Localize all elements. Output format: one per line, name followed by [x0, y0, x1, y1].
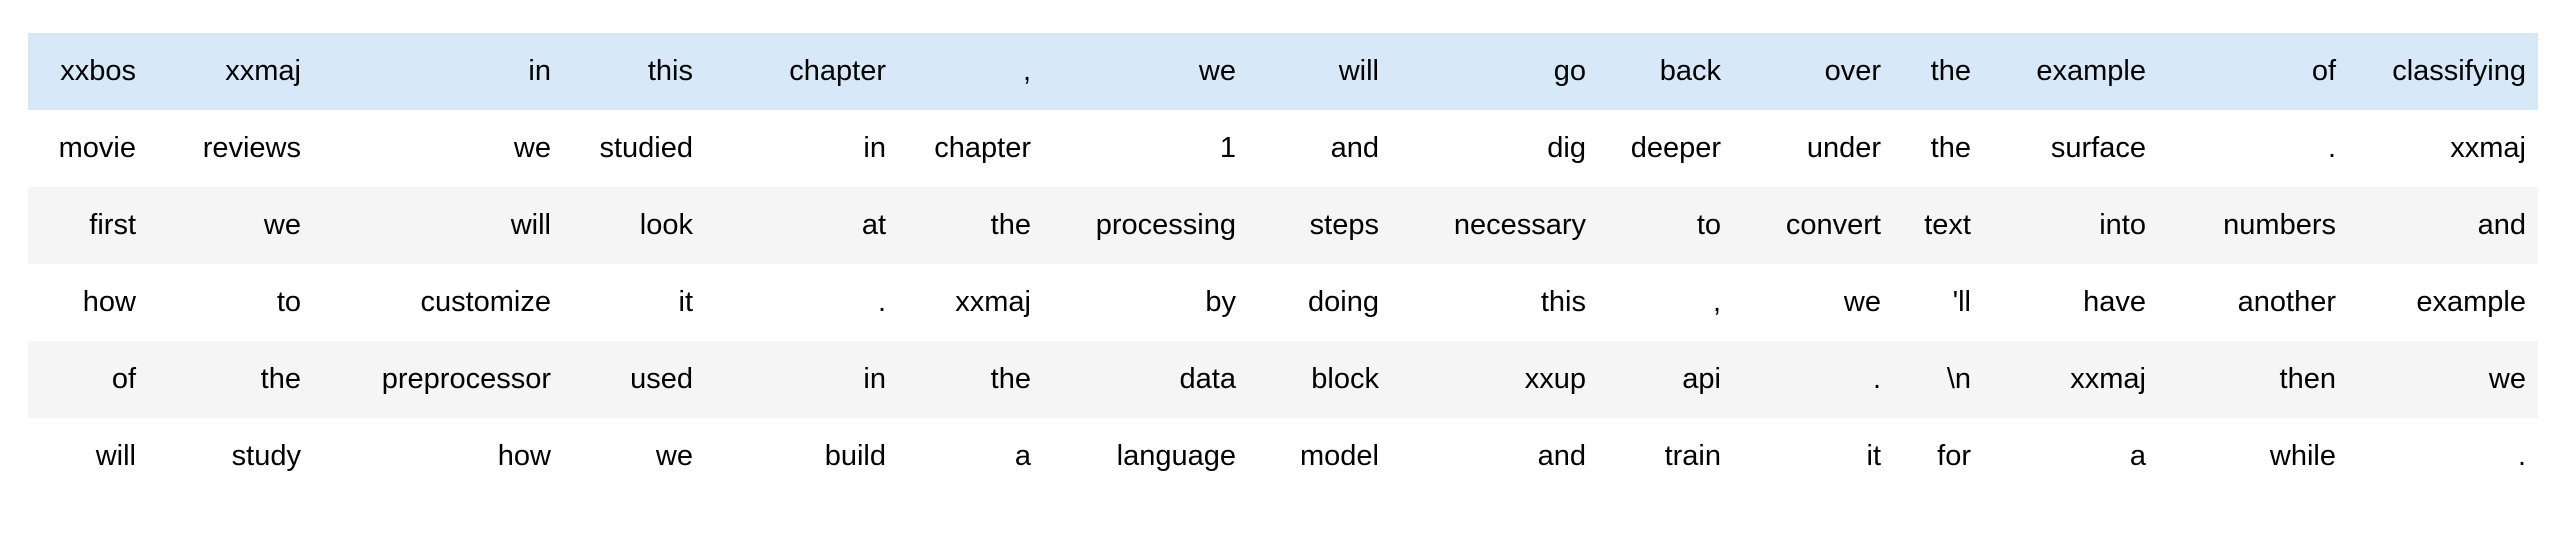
token-cell: xxbos — [60, 55, 136, 87]
token-cell: will — [1338, 55, 1379, 87]
token-cell: example — [2416, 286, 2526, 318]
token-cell: we — [655, 440, 693, 472]
token-cell: doing — [1308, 286, 1379, 318]
token-cell: example — [2036, 55, 2146, 87]
token-cell: xxmaj — [225, 55, 301, 87]
token-cell: of — [111, 363, 136, 395]
token-cell: processing — [1095, 209, 1236, 241]
token-cell: chapter — [789, 55, 886, 87]
token-cell: how — [82, 286, 136, 318]
token-cell: will — [510, 209, 551, 241]
token-cell: . — [1872, 363, 1881, 395]
token-cell: the — [990, 209, 1031, 241]
token-cell: under — [1806, 132, 1881, 164]
token-cell: we — [263, 209, 301, 241]
token-cell: and — [1330, 132, 1379, 164]
token-cell: movie — [58, 132, 136, 164]
token-cell: at — [861, 209, 886, 241]
token-cell: necessary — [1453, 209, 1586, 241]
token-cell: go — [1553, 55, 1586, 87]
token-cell: over — [1824, 55, 1881, 87]
token-cell: and — [1537, 440, 1586, 472]
token-cell: data — [1179, 363, 1236, 395]
token-cell: the — [1930, 55, 1971, 87]
token-row: of the preprocessor used in the data blo… — [28, 341, 2538, 418]
token-table-body: xxbos xxmaj in this chapter , we will go… — [28, 33, 2538, 495]
token-cell: chapter — [934, 132, 1031, 164]
token-cell: look — [639, 209, 693, 241]
token-cell: numbers — [2223, 209, 2336, 241]
token-cell: customize — [420, 286, 551, 318]
token-cell: convert — [1785, 209, 1881, 241]
token-cell: \n — [1946, 363, 1971, 395]
token-cell: by — [1205, 286, 1236, 318]
token-cell: we — [2488, 363, 2526, 395]
token-cell: first — [89, 209, 136, 241]
token-row: first we will look at the processing ste… — [28, 187, 2538, 264]
token-cell: classifying — [2392, 55, 2526, 87]
token-cell: in — [863, 132, 886, 164]
token-cell: a — [2129, 440, 2146, 472]
token-table: xxbos xxmaj in this chapter , we will go… — [28, 33, 2538, 495]
token-cell: a — [1014, 440, 1031, 472]
token-cell: studied — [599, 132, 693, 164]
token-cell: build — [824, 440, 886, 472]
token-row: will study how we build a language model… — [28, 418, 2538, 495]
token-cell: in — [528, 55, 551, 87]
token-cell: steps — [1309, 209, 1379, 241]
token-cell: block — [1311, 363, 1379, 395]
token-cell: 1 — [1219, 132, 1236, 164]
token-cell: deeper — [1630, 132, 1721, 164]
token-cell: . — [2327, 132, 2336, 164]
token-cell: reviews — [202, 132, 301, 164]
token-cell: another — [2237, 286, 2336, 318]
token-cell: xxmaj — [2070, 363, 2146, 395]
token-cell: preprocessor — [381, 363, 551, 395]
token-cell: , — [1712, 286, 1721, 318]
token-cell: study — [231, 440, 301, 472]
token-cell: used — [630, 363, 693, 395]
token-cell: surface — [2050, 132, 2146, 164]
token-cell: this — [647, 55, 693, 87]
token-cell: in — [863, 363, 886, 395]
token-cell: this — [1540, 286, 1586, 318]
token-cell: train — [1664, 440, 1721, 472]
token-cell: . — [2517, 440, 2526, 472]
token-cell: 'll — [1952, 286, 1971, 318]
token-cell: dig — [1547, 132, 1586, 164]
token-cell: and — [2477, 209, 2526, 241]
token-cell: into — [2099, 209, 2146, 241]
token-cell: it — [678, 286, 694, 318]
token-cell: we — [1843, 286, 1881, 318]
token-row-highlighted: xxbos xxmaj in this chapter , we will go… — [28, 33, 2538, 110]
token-cell: the — [1930, 132, 1971, 164]
token-cell: . — [877, 286, 886, 318]
token-cell: then — [2279, 363, 2336, 395]
token-cell: have — [2083, 286, 2146, 318]
token-cell: text — [1924, 209, 1971, 241]
token-cell: how — [497, 440, 551, 472]
token-cell: for — [1937, 440, 1971, 472]
token-cell: xxup — [1524, 363, 1586, 395]
token-cell: will — [95, 440, 136, 472]
token-cell: language — [1116, 440, 1236, 472]
token-cell: we — [513, 132, 551, 164]
token-cell: , — [1022, 55, 1031, 87]
token-cell: while — [2269, 440, 2336, 472]
token-row: movie reviews we studied in chapter 1 an… — [28, 110, 2538, 187]
token-cell: it — [1866, 440, 1882, 472]
token-cell: the — [990, 363, 1031, 395]
token-cell: xxmaj — [2450, 132, 2526, 164]
token-cell: model — [1300, 440, 1379, 472]
token-cell: of — [2311, 55, 2336, 87]
token-cell: we — [1198, 55, 1236, 87]
token-cell: back — [1659, 55, 1721, 87]
token-cell: api — [1682, 363, 1721, 395]
token-cell: the — [260, 363, 301, 395]
token-cell: to — [1696, 209, 1721, 241]
token-cell: to — [276, 286, 301, 318]
token-cell: xxmaj — [955, 286, 1031, 318]
token-row: how to customize it . xxmaj by doing thi… — [28, 264, 2538, 341]
